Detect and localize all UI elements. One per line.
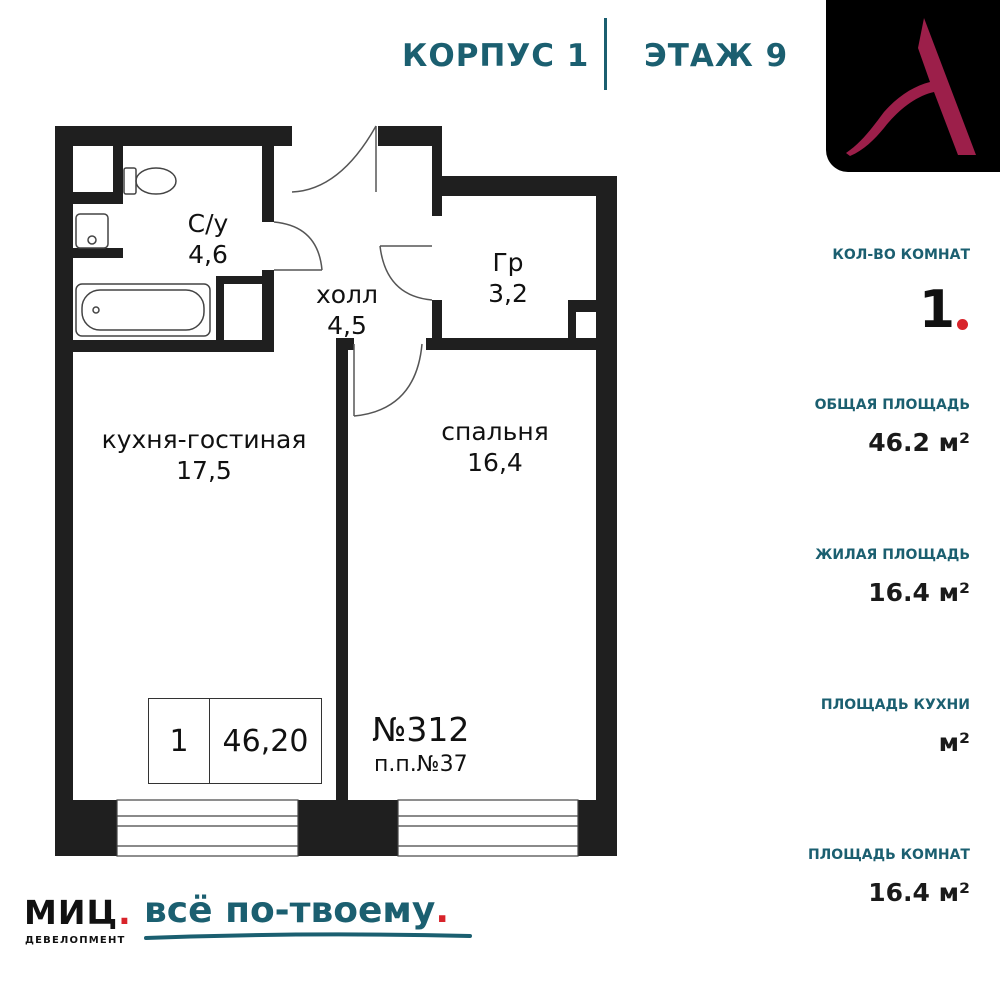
sink-icon bbox=[75, 213, 109, 249]
brand-name: МИЦ. bbox=[24, 893, 132, 932]
bathroom-area: 4,6 bbox=[188, 240, 228, 269]
doors bbox=[273, 125, 433, 417]
toilet-bowl bbox=[135, 167, 177, 195]
hall-name: холл bbox=[315, 280, 379, 309]
total-area-value: 46.2 м² bbox=[868, 428, 970, 457]
kitchen-living-area: 17,5 bbox=[176, 456, 232, 485]
rooms-area-value: 16.4 м² bbox=[868, 878, 970, 907]
bathroom-label: С/у 4,6 bbox=[148, 208, 268, 270]
wardrobe-name: Гр bbox=[492, 248, 524, 277]
brand-name-text: МИЦ bbox=[24, 893, 119, 932]
kitchen-area-label: ПЛОЩАДЬ КУХНИ bbox=[820, 697, 970, 713]
building-label: КОРПУС 1 bbox=[402, 38, 590, 74]
box-area: 46,20 bbox=[222, 723, 309, 759]
windows bbox=[116, 799, 579, 857]
bedroom-label: спальня 16,4 bbox=[410, 416, 580, 478]
header-divider bbox=[604, 18, 607, 90]
rooms-area-label: ПЛОЩАДЬ КОМНАТ bbox=[807, 847, 970, 863]
living-area-value: 16.4 м² bbox=[868, 578, 970, 607]
bathroom-fixtures bbox=[75, 167, 211, 337]
wardrobe-area: 3,2 bbox=[488, 279, 528, 308]
floor-label: ЭТАЖ 9 bbox=[644, 38, 789, 74]
brand-subtitle: ДЕВЕЛОПМЕНТ bbox=[25, 935, 126, 946]
toilet-tank bbox=[123, 167, 137, 195]
bathroom-name: С/у bbox=[187, 209, 229, 238]
walls bbox=[55, 126, 617, 856]
slogan-dot-icon: . bbox=[435, 890, 449, 931]
kitchen-living-name: кухня-гостиная bbox=[101, 425, 307, 454]
brand-dot-icon: . bbox=[118, 893, 132, 932]
brand-slogan-text: всё по-твоему bbox=[144, 890, 436, 931]
wardrobe-label: Гр 3,2 bbox=[468, 247, 548, 309]
floor-plan bbox=[55, 125, 617, 857]
rooms-count-label: КОЛ-ВО КОМНАТ bbox=[832, 247, 970, 263]
bedroom-area: 16,4 bbox=[467, 448, 523, 477]
hall-area: 4,5 bbox=[327, 311, 367, 340]
living-area-label: ЖИЛАЯ ПЛОЩАДЬ bbox=[815, 547, 970, 563]
bedroom-name: спальня bbox=[441, 417, 549, 446]
box-rooms: 1 bbox=[149, 699, 210, 783]
rooms-count-number: 1 bbox=[918, 280, 955, 340]
slogan-underline-icon bbox=[144, 932, 472, 940]
brand-slogan: всё по-твоему. bbox=[144, 890, 449, 931]
rooms-count-value: 1 bbox=[919, 284, 968, 336]
stylized-letter-a-logo-icon bbox=[846, 18, 976, 156]
kitchen-living-label: кухня-гостиная 17,5 bbox=[76, 424, 332, 486]
apartment-number: №312 bbox=[372, 710, 470, 749]
red-dot-icon bbox=[957, 319, 968, 330]
brand-logo bbox=[826, 0, 1000, 172]
pp-number: п.п.№37 bbox=[374, 752, 468, 777]
apartment-summary-box: 1 46,20 bbox=[148, 698, 322, 784]
bathtub-icon bbox=[75, 283, 211, 337]
total-area-label: ОБЩАЯ ПЛОЩАДЬ bbox=[814, 397, 970, 413]
hall-label: холл 4,5 bbox=[292, 279, 402, 341]
kitchen-area-value: м² bbox=[938, 728, 970, 757]
